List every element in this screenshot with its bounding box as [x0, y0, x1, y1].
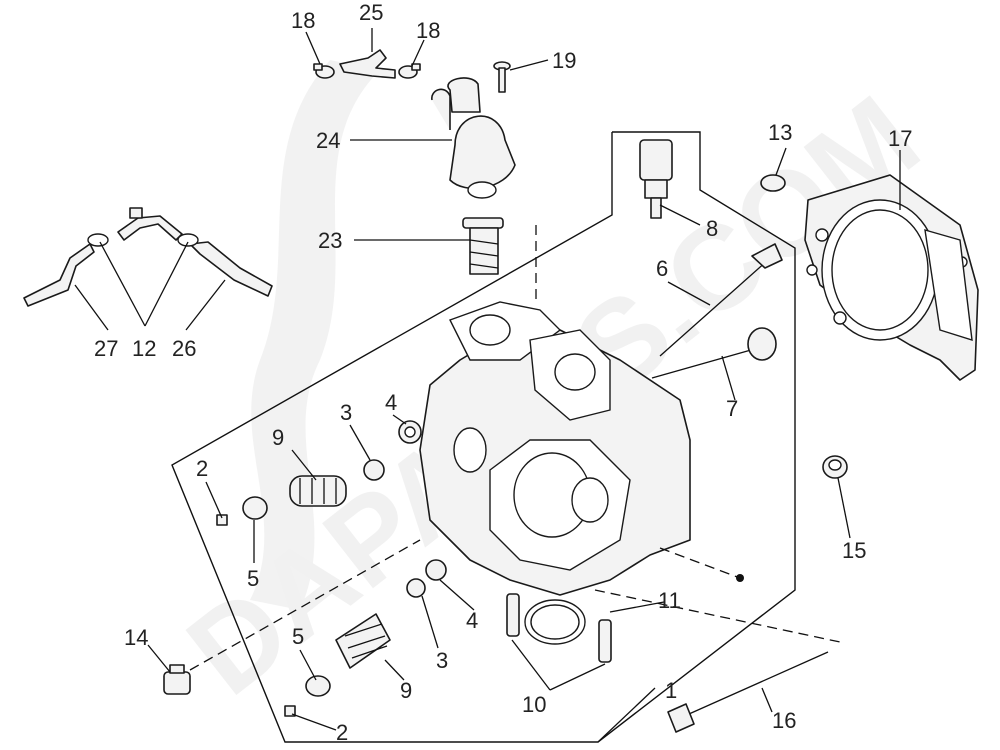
- callout-1: 1: [665, 678, 677, 703]
- callout-3-upper: 3: [340, 400, 352, 425]
- reference-dot: [736, 574, 744, 582]
- assembly-frame: [171, 131, 796, 743]
- upper-valve-spring-group: [216, 420, 422, 526]
- callout-5-upper: 5: [247, 566, 259, 591]
- hose-clamp-top-right: [398, 63, 421, 79]
- callout-18-left: 18: [291, 8, 315, 33]
- callout-labels: 18 25 18 19 24 13 17 8 23 6 27 12 26 7 9…: [94, 0, 912, 745]
- callout-2-lower: 2: [336, 720, 348, 745]
- head-bolt: [667, 651, 829, 733]
- assembly-axes: [189, 225, 841, 671]
- callout-12: 12: [132, 336, 156, 361]
- hose-clamp-top-left: [313, 63, 335, 79]
- lower-valve-spring-group: [284, 559, 447, 717]
- plug-14: [163, 664, 191, 695]
- plug-13: [760, 174, 786, 192]
- coolant-hoses: [23, 207, 273, 307]
- screw-19: [493, 61, 511, 93]
- thermostat-cover: [431, 77, 516, 199]
- callout-14: 14: [124, 625, 148, 650]
- cylinder-head-gasket: [804, 174, 979, 381]
- callout-4-lower: 4: [466, 608, 478, 633]
- leader-lines: [74, 28, 901, 731]
- dowel-pin-left: [506, 593, 520, 637]
- callout-10: 10: [522, 692, 546, 717]
- callout-7: 7: [726, 396, 738, 421]
- callout-23: 23: [318, 228, 342, 253]
- callout-5-lower: 5: [292, 624, 304, 649]
- callout-24: 24: [316, 128, 340, 153]
- o-ring: [524, 599, 586, 645]
- callout-4-upper: 4: [385, 390, 397, 415]
- callout-26: 26: [172, 336, 196, 361]
- intake-valve: [659, 243, 783, 357]
- thermostat: [462, 217, 504, 275]
- dowel-pin-right: [598, 619, 612, 663]
- callout-9-lower: 9: [400, 678, 412, 703]
- callout-13: 13: [768, 120, 792, 145]
- callout-8: 8: [706, 216, 718, 241]
- callout-17: 17: [888, 126, 912, 151]
- callout-9-upper: 9: [272, 425, 284, 450]
- callout-16: 16: [772, 708, 796, 733]
- callout-6: 6: [656, 256, 668, 281]
- temperature-sensor: [639, 139, 673, 219]
- exhaust-valve: [651, 327, 777, 379]
- bushing-15: [822, 455, 848, 479]
- callout-11: 11: [658, 588, 681, 613]
- small-breather-hose: [339, 49, 396, 79]
- callout-27: 27: [94, 336, 118, 361]
- callout-18-right: 18: [416, 18, 440, 43]
- callout-25: 25: [359, 0, 383, 25]
- callout-2-upper: 2: [196, 456, 208, 481]
- callout-19: 19: [552, 48, 576, 73]
- callout-3-lower: 3: [436, 648, 448, 673]
- cylinder-head: [419, 301, 691, 596]
- callout-15: 15: [842, 538, 866, 563]
